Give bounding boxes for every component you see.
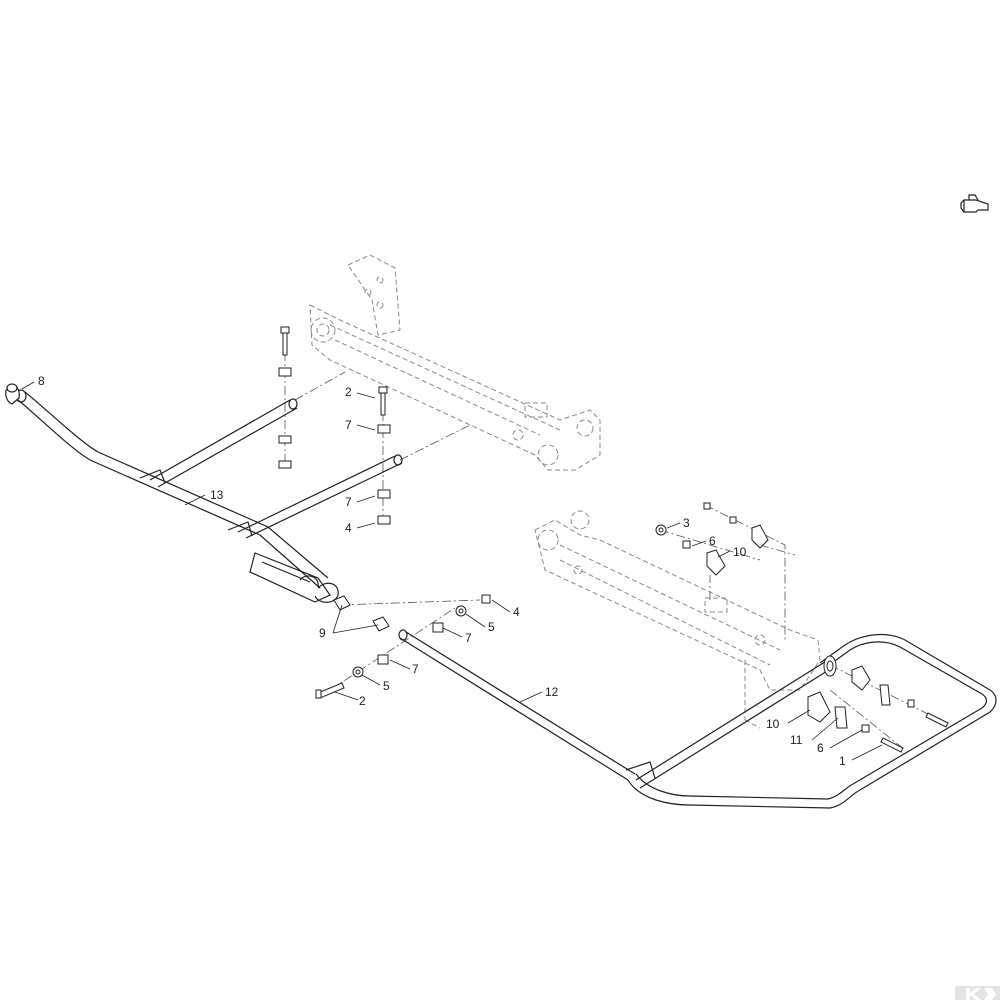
callouts: 8 2 7 7 4 13 3 6 10 9 4 5 7 7 5 2 12 10 … <box>38 374 846 768</box>
callout-4: 4 <box>345 521 352 535</box>
callout-2: 2 <box>345 385 352 399</box>
tube-13 <box>15 389 403 603</box>
callout-7: 7 <box>345 418 352 432</box>
hand-pointer-icon[interactable] <box>960 194 989 213</box>
callout-10: 10 <box>733 545 747 559</box>
callout-4: 4 <box>513 605 520 619</box>
phantom-upper-frame <box>309 254 601 471</box>
callout-2: 2 <box>359 694 366 708</box>
callout-12: 12 <box>545 685 559 699</box>
middle-hardware <box>315 594 491 699</box>
assembly-axes <box>284 335 941 751</box>
callout-5: 5 <box>383 679 390 693</box>
callout-7: 7 <box>465 631 472 645</box>
tube-12-frame <box>398 629 997 809</box>
upper-hardware <box>278 326 391 525</box>
callout-1: 1 <box>839 754 846 768</box>
phantom-lower-frame <box>534 510 821 729</box>
callout-6: 6 <box>817 741 824 755</box>
callout-11: 11 <box>790 733 803 747</box>
end-plug <box>5 383 20 405</box>
callout-7: 7 <box>412 662 419 676</box>
clamp-hardware-lower <box>807 655 949 753</box>
callout-3: 3 <box>683 516 690 530</box>
callout-5: 5 <box>488 620 495 634</box>
callout-7: 7 <box>345 495 352 509</box>
leader-lines <box>21 381 883 761</box>
callout-13: 13 <box>210 488 224 502</box>
callout-9: 9 <box>319 626 326 640</box>
callout-6: 6 <box>709 534 716 548</box>
callout-8: 8 <box>38 374 45 388</box>
clamp-hardware-upper <box>655 502 769 576</box>
callout-10: 10 <box>766 717 780 731</box>
brand-logo <box>955 986 1000 1000</box>
